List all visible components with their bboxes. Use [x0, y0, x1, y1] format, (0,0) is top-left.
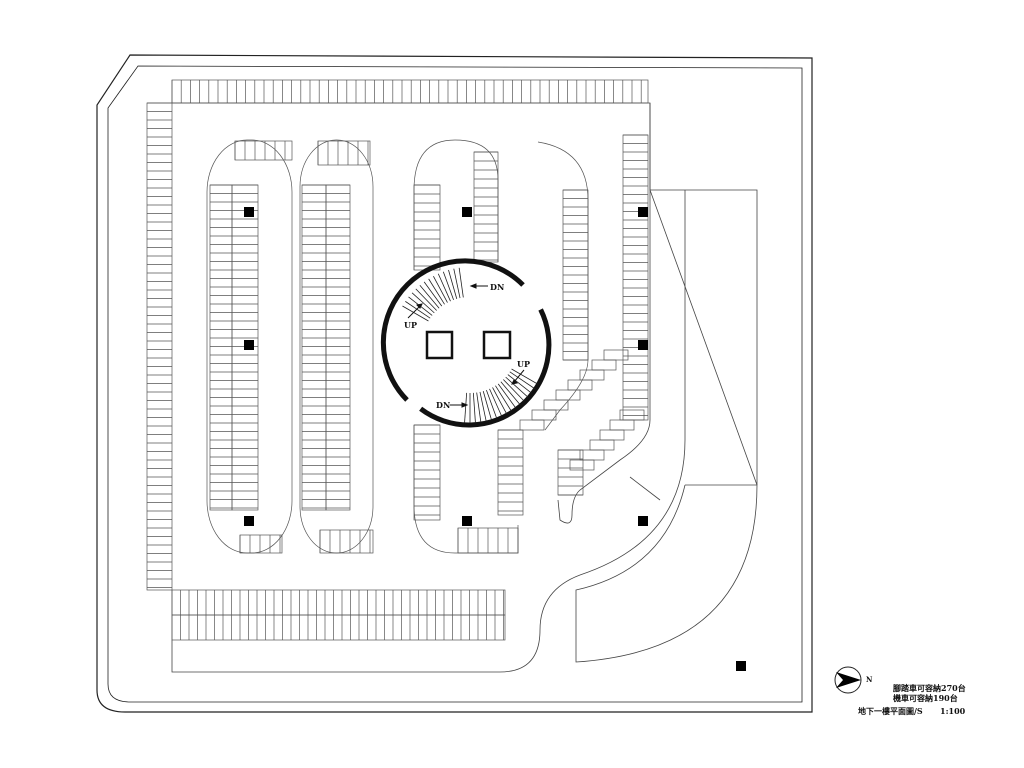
stall	[567, 379, 593, 391]
column	[462, 207, 472, 217]
stall	[609, 419, 635, 431]
stall-column	[301, 184, 327, 511]
stall-column	[325, 184, 351, 511]
stair-label-up-upper: UP	[404, 320, 417, 330]
column	[462, 516, 472, 526]
stall-column	[209, 184, 233, 511]
ramp-core-right	[482, 330, 512, 360]
stall	[591, 359, 617, 371]
stair-tread	[505, 376, 529, 398]
stair-tread	[511, 368, 538, 385]
stall-row	[171, 614, 506, 641]
plan-title: 地下一樓平面圖/S	[858, 706, 923, 716]
stall-row	[171, 589, 506, 616]
stall	[603, 349, 629, 361]
stall	[619, 409, 645, 421]
stall	[519, 419, 545, 431]
column	[736, 661, 746, 671]
stair-label-dn-lower: DN	[436, 400, 450, 410]
stall-row	[239, 534, 283, 554]
stair-tread	[433, 275, 448, 303]
stall	[555, 389, 581, 401]
stall-column	[557, 449, 584, 496]
column	[244, 207, 254, 217]
stair-tread	[464, 392, 468, 423]
stair-tread	[492, 387, 507, 415]
structural-columns	[244, 207, 746, 671]
motorcycle-capacity: 機車可容納190台	[893, 693, 958, 703]
stair-tread	[497, 383, 517, 409]
stair-label-up-lower: UP	[517, 359, 530, 369]
column	[244, 340, 254, 350]
stall-column	[146, 102, 173, 591]
stair-tread	[402, 305, 429, 322]
stair-tread	[486, 389, 498, 419]
stair-tread	[509, 371, 535, 389]
column	[244, 516, 254, 526]
stair-tread	[500, 381, 521, 406]
stair-tread	[507, 374, 532, 394]
stall	[569, 459, 595, 471]
stair-tread	[405, 301, 431, 319]
stair-tread	[453, 268, 461, 299]
legend: N 腳踏車可容納270台 機車可容納190台 地下一樓平面圖/S 1:100	[834, 666, 966, 716]
stall	[599, 429, 625, 441]
stair-tread	[428, 278, 445, 305]
parking-stalls	[146, 79, 649, 641]
stall-row	[234, 140, 293, 161]
stair-tread	[415, 288, 437, 311]
stair-tread	[419, 284, 440, 309]
stair-tread	[495, 385, 512, 412]
stair-tread	[423, 281, 443, 307]
stair-tread	[437, 273, 451, 302]
column	[638, 340, 648, 350]
stall	[579, 369, 605, 381]
stall	[531, 409, 557, 421]
bicycle-capacity: 腳踏車可容納270台	[892, 683, 966, 693]
stair-tread	[458, 267, 464, 298]
stair-tread	[442, 271, 454, 301]
stall	[589, 439, 615, 451]
stair-tread	[489, 388, 503, 417]
parking-island	[413, 425, 519, 554]
ramp-core-left	[425, 330, 454, 360]
stair-label-dn-upper: DN	[490, 282, 504, 292]
stair-tread	[482, 391, 492, 421]
stall	[579, 449, 605, 461]
stair-tread	[503, 379, 525, 402]
stall-row	[319, 529, 374, 554]
spiral-ramp: DN UP DN UP	[380, 258, 552, 428]
column	[638, 516, 648, 526]
stair-tread	[411, 292, 435, 314]
column	[638, 207, 648, 217]
stair-tread	[472, 392, 476, 423]
stall-column	[473, 151, 499, 263]
north-label: N	[866, 675, 873, 684]
site-boundary	[96, 54, 813, 713]
stair-tread	[448, 269, 458, 299]
stair-tread	[479, 391, 487, 422]
plan-scale: 1:100	[940, 706, 966, 716]
stair-tread	[476, 392, 482, 423]
parking-island	[413, 139, 499, 270]
